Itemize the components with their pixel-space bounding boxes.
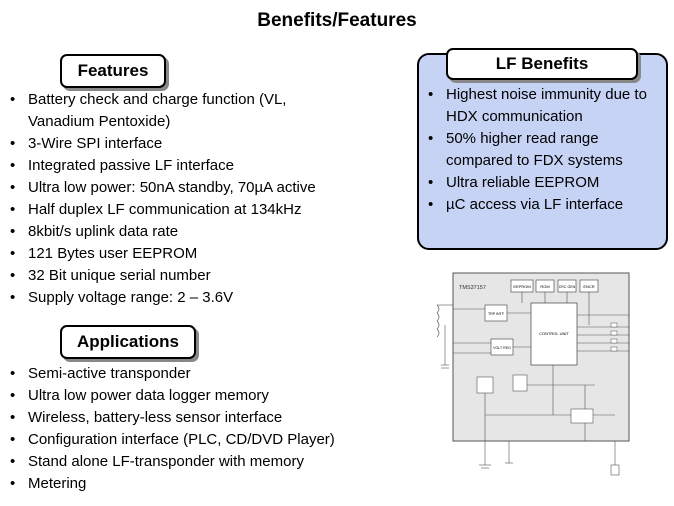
switch-block-left (476, 376, 494, 394)
applications-list: Semi-active transponder Ultra low power … (8, 363, 408, 495)
list-item: 8kbit/s uplink data rate (8, 221, 398, 243)
list-item: Ultra reliable EEPROM (426, 172, 658, 194)
list-item: Supply voltage range: 2 – 3.6V (8, 287, 398, 309)
signal-lines (453, 292, 629, 465)
list-item: Ultra low power: 50nA standby, 70µA acti… (8, 177, 398, 199)
volt-reg-label: VOLT REG (493, 346, 511, 350)
list-item: Battery check and charge function (VL, V… (8, 89, 328, 133)
right-pins (610, 322, 618, 352)
list-item: Highest noise immunity due to HDX commun… (426, 84, 658, 128)
control-unit-label: CONTROL UNIT (539, 331, 569, 336)
eeprom-label: EEPROM (513, 284, 530, 289)
features-heading: Features (60, 54, 166, 88)
block-diagram: TMS37157 EEPROM ROM CRC GEN ENCR TRP INT… (436, 272, 630, 476)
switch-block-mid (512, 374, 528, 392)
list-item: Ultra low power data logger memory (8, 385, 408, 407)
antenna-coil (436, 304, 453, 369)
list-item: Stand alone LF-transponder with memory (8, 451, 408, 473)
list-item: 121 Bytes user EEPROM (8, 243, 398, 265)
list-item: 50% higher read range compared to FDX sy… (426, 128, 658, 172)
list-item: 3-Wire SPI interface (8, 133, 398, 155)
list-item: 32 Bit unique serial number (8, 265, 398, 287)
list-item: Integrated passive LF interface (8, 155, 398, 177)
trp-intf-label: TRP INTF (488, 312, 505, 316)
crc-label: CRC GEN (559, 285, 576, 289)
lf-benefits-list: Highest noise immunity due to HDX commun… (426, 84, 658, 216)
encr-label: ENCR (583, 284, 594, 289)
list-item: µC access via LF interface (426, 194, 658, 216)
list-item: Semi-active transponder (8, 363, 408, 385)
external-components (479, 441, 620, 476)
applications-heading: Applications (60, 325, 196, 359)
list-item: Configuration interface (PLC, CD/DVD Pla… (8, 429, 408, 451)
chip-name-label: TMS37157 (459, 285, 486, 291)
list-item: Metering (8, 473, 408, 495)
rom-label: ROM (540, 284, 549, 289)
list-item: Wireless, battery-less sensor interface (8, 407, 408, 429)
page-title: Benefits/Features (257, 10, 417, 31)
battery-switch-block (570, 408, 594, 424)
control-unit-block (530, 302, 578, 366)
features-list: Battery check and charge function (VL, V… (8, 89, 398, 309)
lf-benefits-heading: LF Benefits (446, 48, 638, 80)
list-item: Half duplex LF communication at 134kHz (8, 199, 398, 221)
